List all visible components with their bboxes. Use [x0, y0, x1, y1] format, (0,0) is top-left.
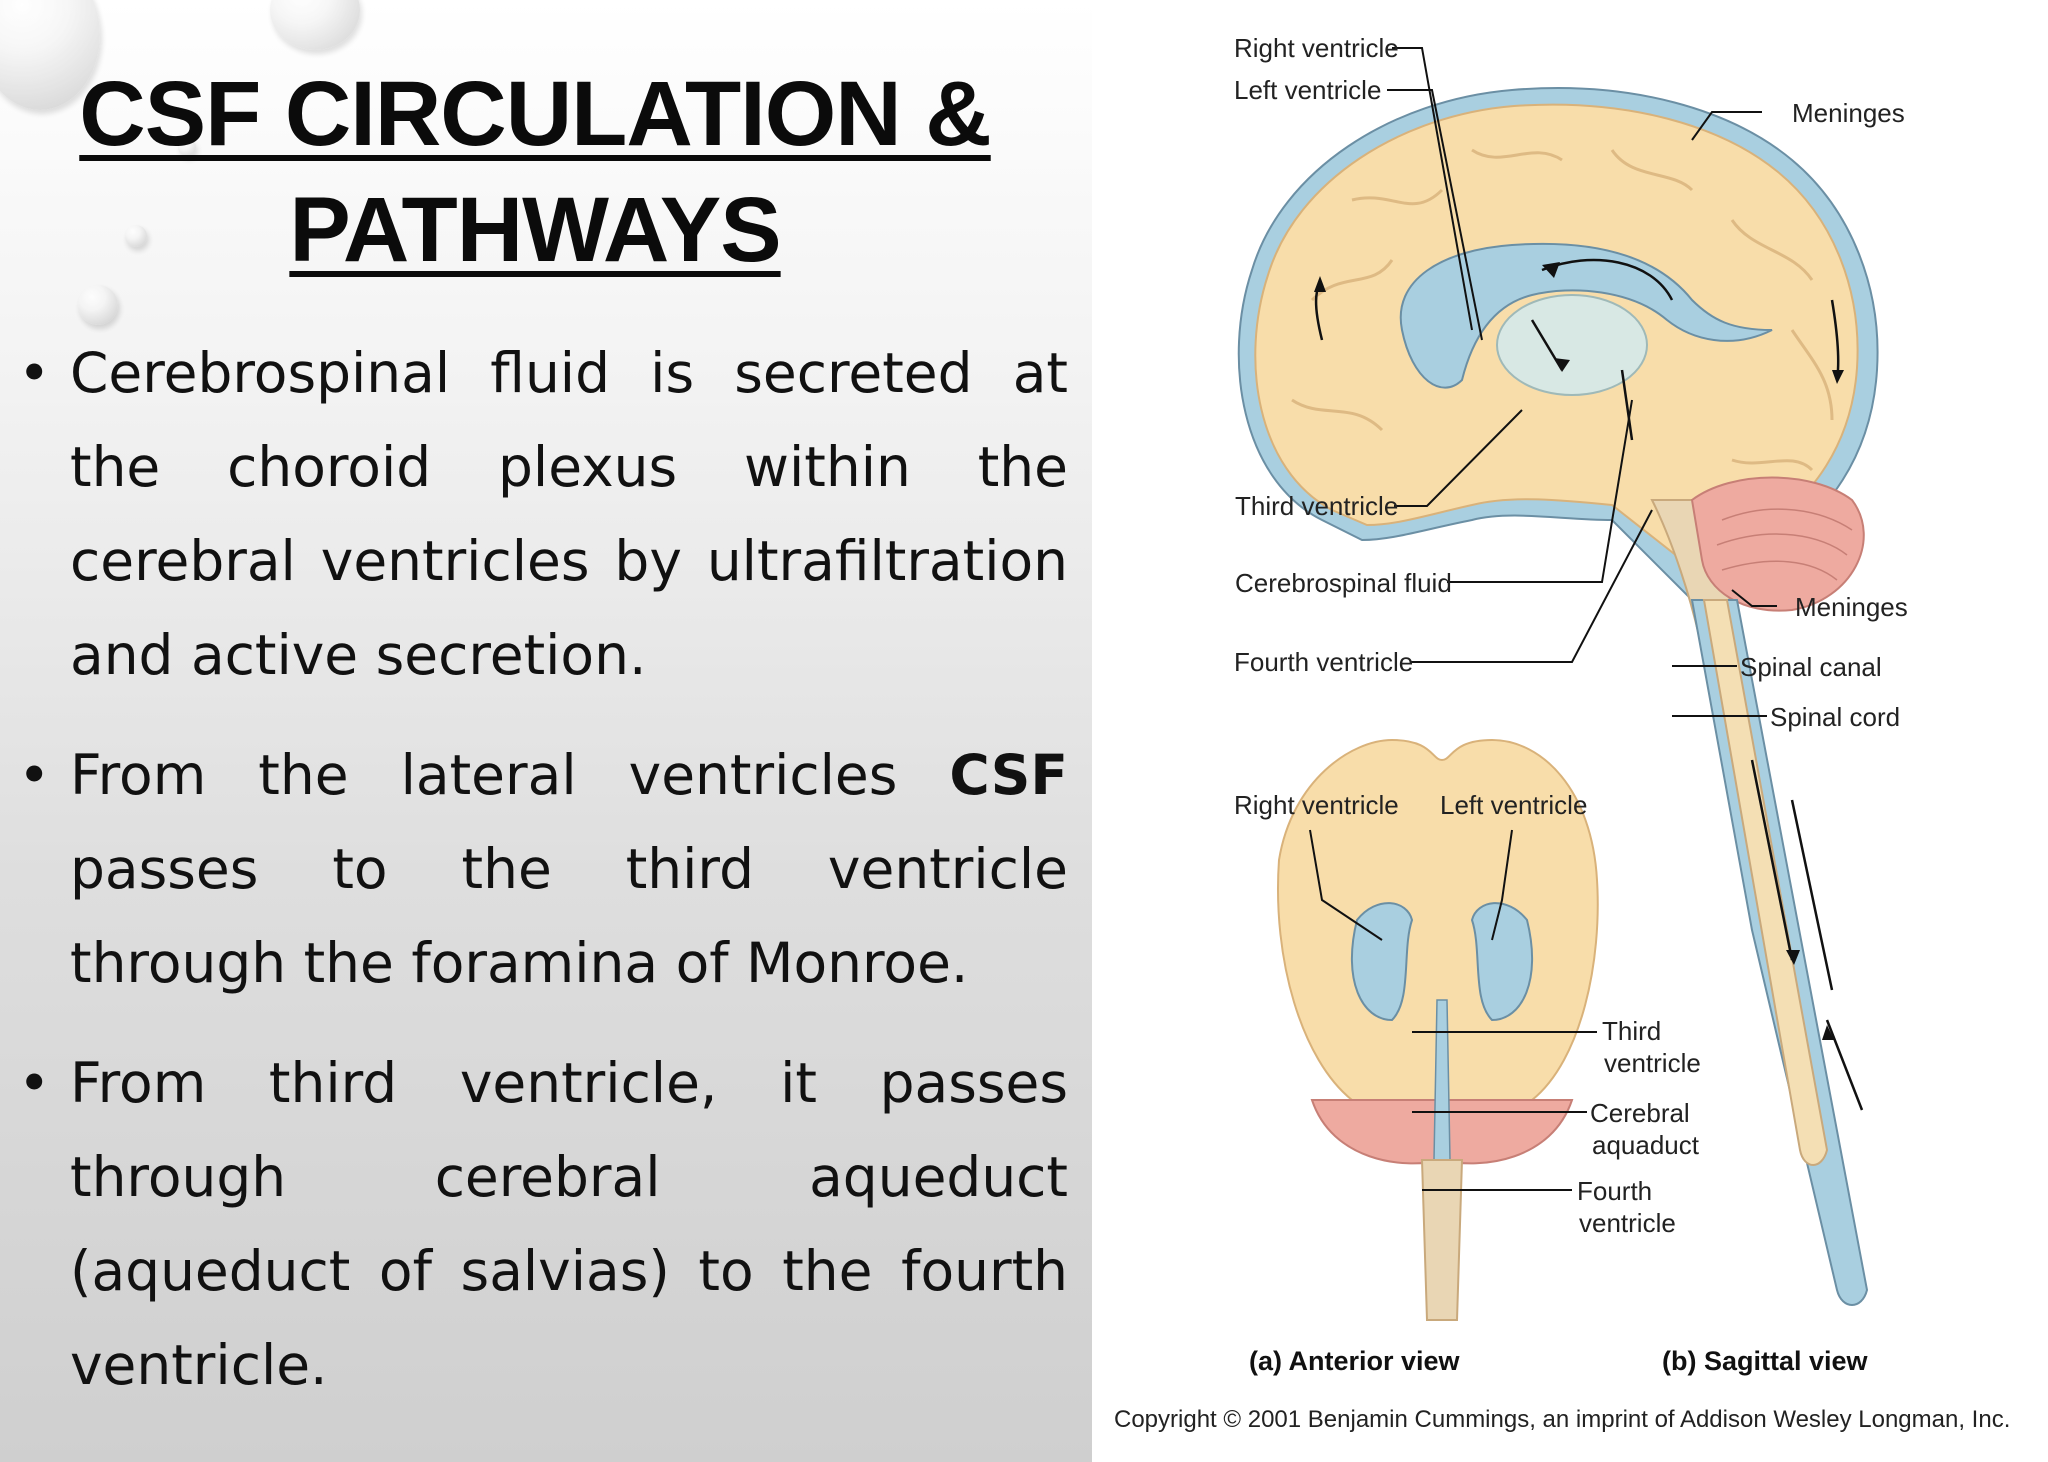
bullet-item: • Cerebrospinal fluid is secreted at the…: [18, 326, 1068, 702]
bullet-marker: •: [18, 341, 51, 405]
label-anterior-third-1: Third: [1602, 1016, 1661, 1046]
label-left-ventricle: Left ventricle: [1234, 75, 1381, 105]
label-anterior-fourth-2: ventricle: [1579, 1208, 1676, 1238]
bullet-text: From third ventricle, it passes through …: [70, 1051, 1068, 1397]
bullet-item: • From the lateral ventricles CSF passes…: [18, 728, 1068, 1010]
label-meninges-top: Meninges: [1792, 98, 1905, 128]
slide-title: CSF CIRCULATION & PATHWAYS: [40, 56, 1030, 288]
title-line-1: CSF CIRCULATION &: [79, 63, 991, 165]
leader-lines: [1309, 47, 1777, 1191]
bullet-marker: •: [18, 743, 51, 807]
label-third-ventricle: Third ventricle: [1235, 491, 1398, 521]
figure-captions: (a) Anterior view (b) Sagittal view: [1249, 1346, 1869, 1376]
label-spinal-canal: Spinal canal: [1740, 652, 1882, 682]
bullet-text-bold: CSF: [949, 743, 1068, 807]
anterior-brain: [1277, 738, 1599, 1321]
thalamus: [1496, 294, 1648, 396]
label-anterior-aqueduct-1: Cerebral: [1590, 1098, 1690, 1128]
bullet-list: • Cerebrospinal fluid is secreted at the…: [18, 326, 1068, 1438]
csf-circulation-diagram: Right ventricle Left ventricle Meninges …: [1114, 33, 2010, 1433]
figure-labels: Right ventricle Left ventricle Meninges …: [1234, 33, 1908, 1238]
text-panel: CSF CIRCULATION & PATHWAYS • Cerebrospin…: [0, 0, 1092, 1462]
anterior-right-ventricle: [1350, 902, 1414, 1022]
anterior-third-ventricle: [1433, 999, 1451, 1161]
water-drop-decoration: [125, 225, 147, 247]
bullet-text: Cerebrospinal fluid is secreted at the c…: [70, 341, 1068, 687]
cerebellum: [1690, 476, 1865, 612]
figure-panel: Right ventricle Left ventricle Meninges …: [1092, 0, 2048, 1462]
copyright-text: Copyright © 2001 Benjamin Cummings, an i…: [1114, 1406, 2010, 1433]
label-anterior-right-ventricle: Right ventricle: [1234, 790, 1399, 820]
water-drop-decoration: [270, 0, 360, 50]
arrow-heads: [1314, 262, 1844, 1040]
label-anterior-fourth-1: Fourth: [1577, 1176, 1652, 1206]
label-anterior-aqueduct-2: aquaduct: [1592, 1130, 1700, 1160]
anterior-brainstem: [1420, 1159, 1464, 1321]
brain-gyri: [1291, 148, 1834, 472]
spinal-cord: [1702, 599, 1829, 1166]
label-anterior-left-ventricle: Left ventricle: [1440, 790, 1587, 820]
bullet-text-after: passes to the third ventricle through th…: [70, 837, 1068, 995]
caption-anterior-view: (a) Anterior view: [1249, 1346, 1461, 1376]
bullet-text-before: From the lateral ventricles: [70, 743, 950, 807]
lateral-ventricle: [1399, 242, 1773, 389]
label-anterior-third-2: ventricle: [1604, 1048, 1701, 1078]
bullet-item: • From third ventricle, it passes throug…: [18, 1036, 1068, 1412]
water-drop-decoration: [178, 138, 196, 156]
label-spinal-cord: Spinal cord: [1770, 702, 1900, 732]
label-csf: Cerebrospinal fluid: [1235, 568, 1452, 598]
label-fourth-ventricle: Fourth ventricle: [1234, 647, 1413, 677]
bullet-marker: •: [18, 1051, 51, 1115]
label-meninges-mid: Meninges: [1795, 592, 1908, 622]
title-line-2: PATHWAYS: [289, 179, 781, 281]
flow-arrows: [1314, 258, 1864, 1111]
caption-sagittal-view: (b) Sagittal view: [1662, 1346, 1869, 1376]
anterior-left-ventricle: [1470, 902, 1534, 1022]
sagittal-brain: [1237, 87, 1879, 1306]
cerebellum-folia: [1716, 508, 1853, 581]
label-right-ventricle: Right ventricle: [1234, 33, 1399, 63]
water-drop-decoration: [78, 285, 118, 325]
